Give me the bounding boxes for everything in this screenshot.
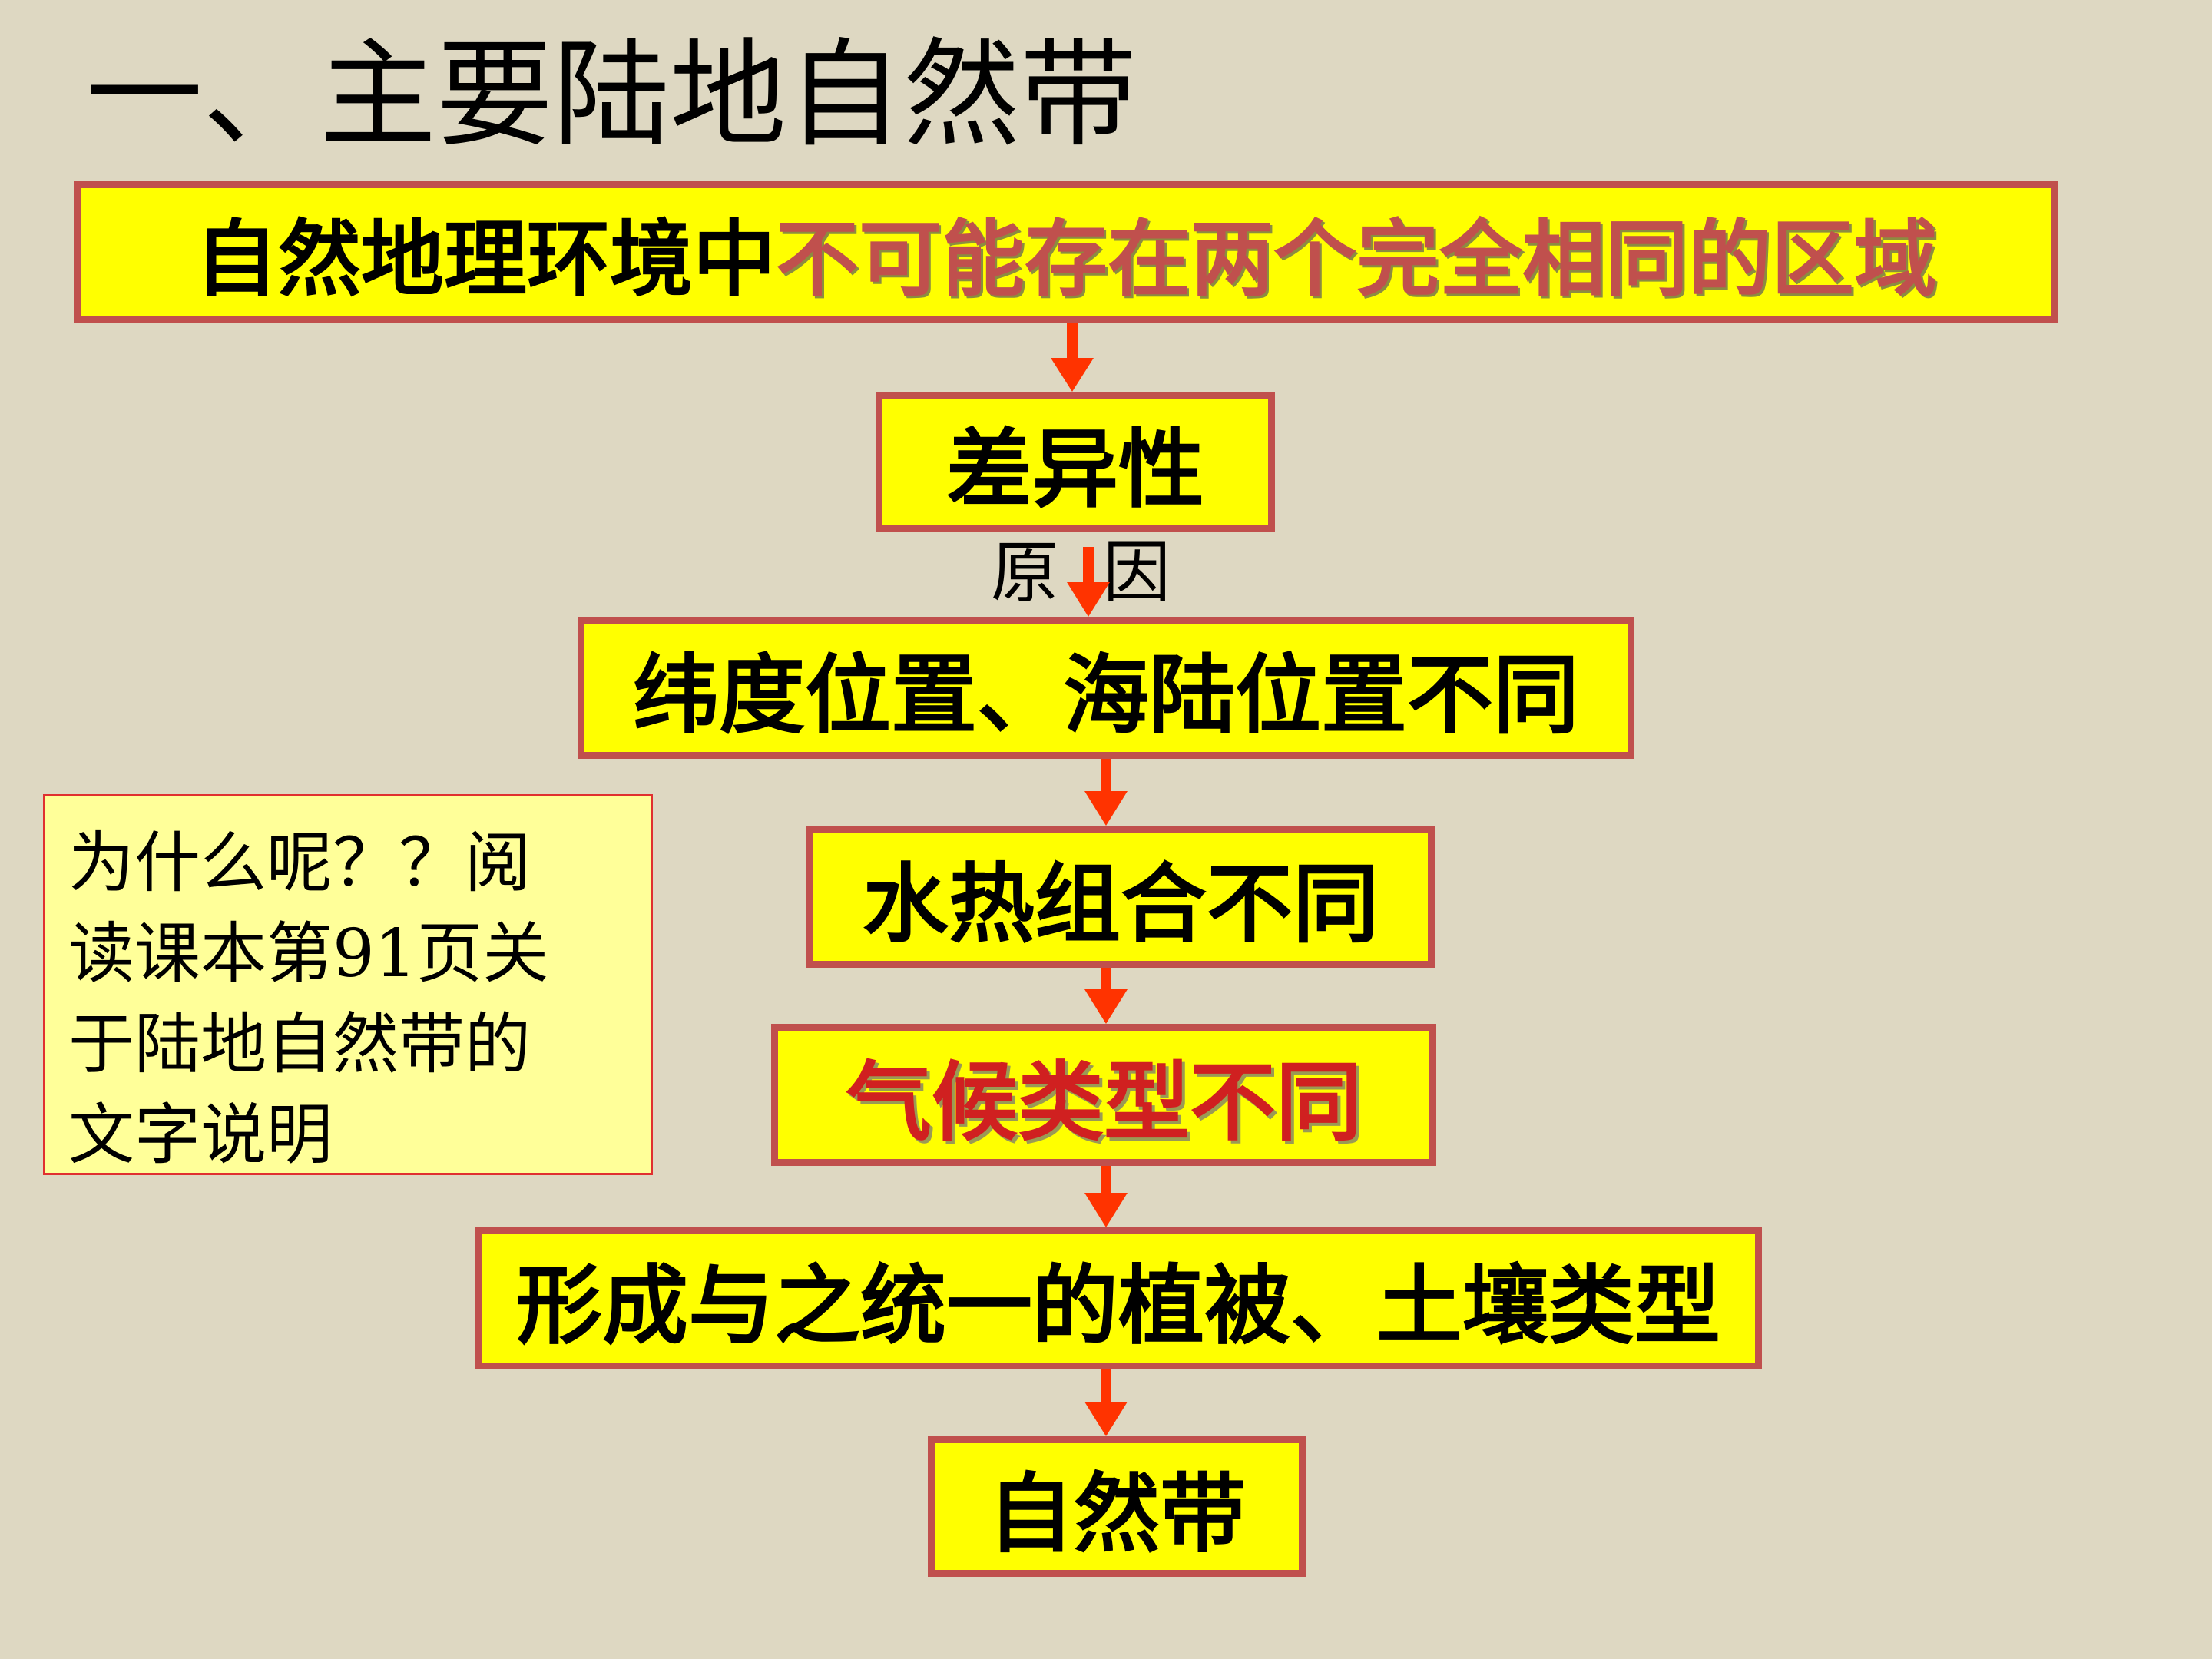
note-line: 文字说明 — [68, 1097, 333, 1174]
premise-prefix: 自然地理环境中 — [194, 211, 776, 308]
note-line: 于陆地自然带的 — [68, 1006, 531, 1083]
flow-box-premise: 自然地理环境中不可能存在两个完全相同的区域 — [74, 181, 2058, 323]
arrow-down-icon — [1051, 323, 1094, 392]
natural-zone-label: 自然带 — [988, 1464, 1246, 1565]
difference-label: 差异性 — [946, 419, 1204, 520]
arrow-down-icon — [1084, 968, 1128, 1024]
flow-box-water-heat: 水热组合不同 — [806, 826, 1435, 968]
flow-box-difference: 差异性 — [876, 392, 1275, 532]
flow-box-vegetation-soil: 形成与之统一的植被、土壤类型 — [475, 1227, 1762, 1369]
flow-box-location: 纬度位置、海陆位置不同 — [578, 617, 1634, 759]
vegetation-soil-label: 形成与之统一的植被、土壤类型 — [516, 1256, 1720, 1356]
reason-label-right: 因 — [1103, 533, 1171, 612]
page-title: 一、主要陆地自然带 — [86, 27, 1137, 163]
location-label: 纬度位置、海陆位置不同 — [633, 645, 1579, 746]
flow-box-climate: 气候类型不同 — [771, 1024, 1436, 1166]
note-line: 为什么呢？？阅 — [68, 825, 531, 902]
arrow-down-icon — [1084, 1166, 1128, 1227]
arrow-down-icon — [1084, 759, 1128, 826]
water-heat-label: 水热组合不同 — [863, 854, 1379, 955]
reason-label-left: 原 — [991, 533, 1059, 612]
arrow-down-icon — [1067, 547, 1110, 617]
note-box: 为什么呢？？阅 读课本第91页关 于陆地自然带的 文字说明 — [43, 794, 653, 1175]
arrow-down-icon — [1084, 1369, 1128, 1436]
climate-label: 气候类型不同 — [846, 1052, 1362, 1153]
note-line: 读课本第91页关 — [68, 916, 549, 992]
premise-highlight: 不可能存在两个完全相同的区域 — [776, 211, 1938, 308]
flow-box-natural-zone: 自然带 — [928, 1436, 1306, 1577]
